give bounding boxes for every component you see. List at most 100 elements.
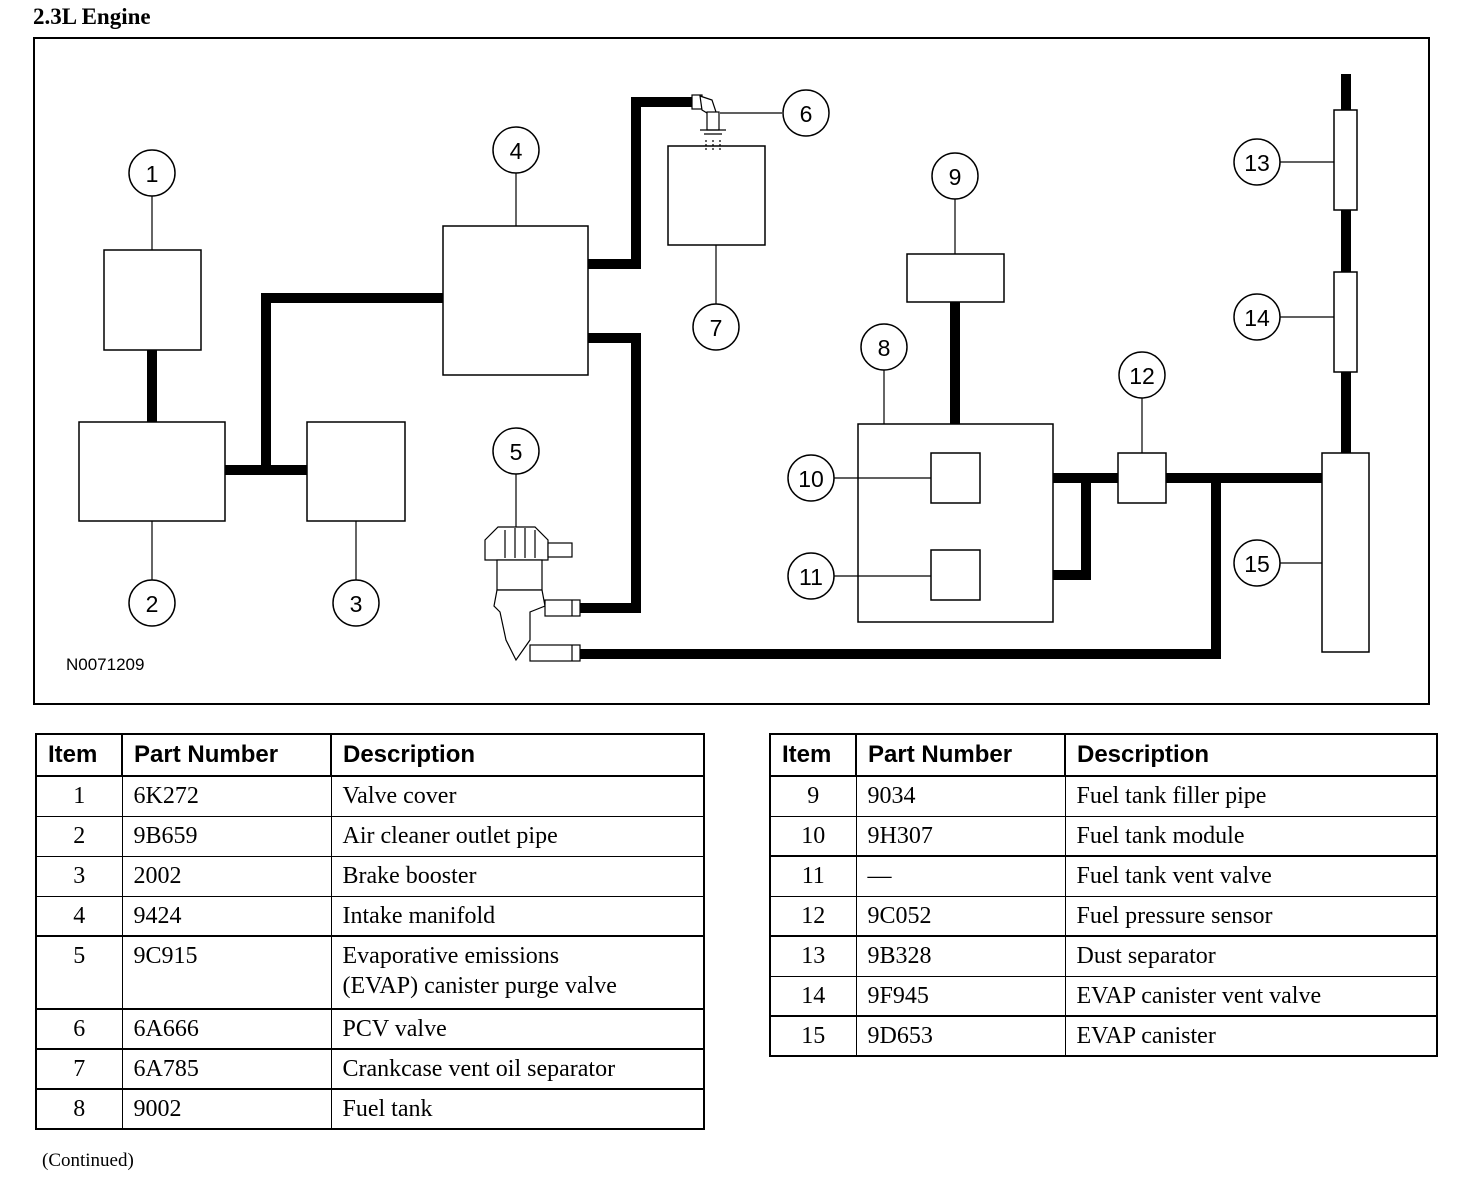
column-header-part-number: Part Number xyxy=(855,733,1066,777)
fuel-tank-module-box xyxy=(930,452,981,504)
callout-2 xyxy=(128,579,176,627)
part-number-cell: — xyxy=(855,855,1066,897)
callout-label-7: 7 xyxy=(710,315,723,341)
air-cleaner-outlet-pipe-box xyxy=(78,421,226,522)
item-cell: 14 xyxy=(769,975,857,1017)
table-row: 14 9F945 EVAP canister vent valve xyxy=(769,975,1438,1017)
part-number-cell: 9H307 xyxy=(855,815,1066,857)
description-line-2: (EVAP) canister purge valve xyxy=(342,973,617,999)
column-header-item: Item xyxy=(769,733,857,777)
callout-label-10: 10 xyxy=(798,466,824,492)
callout-9 xyxy=(931,152,979,200)
item-cell: 3 xyxy=(35,855,123,897)
page-title: 2.3L Engine xyxy=(33,4,151,29)
table-row: 1 6K272 Valve cover xyxy=(35,775,705,817)
table-row: 3 2002 Brake booster xyxy=(35,855,705,897)
description-cell: PCV valve xyxy=(330,1008,705,1050)
part-number-cell: 9C052 xyxy=(855,895,1066,937)
part-number-cell: 9034 xyxy=(855,775,1066,817)
callout-label-3: 3 xyxy=(350,591,363,617)
table-row: 6 6A666 PCV valve xyxy=(35,1008,705,1050)
callout-label-6: 6 xyxy=(800,101,813,127)
description-cell: Fuel tank filler pipe xyxy=(1064,775,1438,817)
callout-label-13: 13 xyxy=(1244,150,1270,176)
table-row: 2 9B659 Air cleaner outlet pipe xyxy=(35,815,705,857)
description-cell: Air cleaner outlet pipe xyxy=(330,815,705,857)
evap-system-diagram: 1 2 3 4 5 6 7 8 9 10 11 12 13 14 15 N007… xyxy=(33,37,1430,705)
callout-3 xyxy=(332,579,380,627)
item-cell: 15 xyxy=(769,1015,857,1057)
callout-label-14: 14 xyxy=(1244,305,1270,331)
column-header-description: Description xyxy=(1064,733,1438,777)
callout-label-11: 11 xyxy=(799,564,823,590)
table-row: 7 6A785 Crankcase vent oil separator xyxy=(35,1048,705,1090)
description-cell: Fuel tank xyxy=(330,1088,705,1130)
description-line-1: Evaporative emissions xyxy=(342,943,560,969)
callout-7 xyxy=(692,303,740,351)
brake-booster-box xyxy=(306,421,406,522)
description-cell: Dust separator xyxy=(1064,935,1438,977)
part-number-cell: 9C915 xyxy=(121,935,332,1010)
fuel-pressure-sensor-box xyxy=(1117,452,1167,504)
callout-label-5: 5 xyxy=(510,439,523,465)
callout-4 xyxy=(492,126,540,174)
callout-label-15: 15 xyxy=(1244,551,1270,577)
hose-air-cleaner-intake xyxy=(261,293,443,470)
fuel-tank-vent-valve-box xyxy=(930,549,981,601)
item-cell: 5 xyxy=(35,935,123,1010)
callout-8 xyxy=(860,323,908,371)
crankcase-vent-oil-separator-box xyxy=(667,145,766,246)
part-number-cell: 2002 xyxy=(121,855,332,897)
valve-cover-box xyxy=(103,249,202,351)
part-number-cell: 9002 xyxy=(121,1088,332,1130)
hose-intake-pcv xyxy=(588,97,692,269)
callout-6 xyxy=(782,89,830,137)
callout-5 xyxy=(492,427,540,475)
table-row: 8 9002 Fuel tank xyxy=(35,1088,705,1130)
column-header-item: Item xyxy=(35,733,123,777)
table-row: 10 9H307 Fuel tank module xyxy=(769,815,1438,857)
callout-12 xyxy=(1118,351,1166,399)
table-row: 13 9B328 Dust separator xyxy=(769,935,1438,977)
callout-label-9: 9 xyxy=(949,164,962,190)
item-cell: 2 xyxy=(35,815,123,857)
table-row: 4 9424 Intake manifold xyxy=(35,895,705,937)
part-number-cell: 6K272 xyxy=(121,775,332,817)
part-number-cell: 9B659 xyxy=(121,815,332,857)
column-header-part-number: Part Number xyxy=(121,733,332,777)
dust-separator-box xyxy=(1333,109,1358,211)
item-cell: 6 xyxy=(35,1008,123,1050)
callout-10 xyxy=(787,454,835,502)
parts-table-left: Item Part Number Description 1 6K272 Val… xyxy=(35,733,705,1130)
callout-13 xyxy=(1233,138,1281,186)
column-header-description: Description xyxy=(330,733,705,777)
callout-label-2: 2 xyxy=(146,591,159,617)
hose-purge-canister xyxy=(580,478,1221,659)
table-header-row: Item Part Number Description xyxy=(769,733,1438,777)
callout-label-12: 12 xyxy=(1129,363,1155,389)
description-cell: Fuel tank vent valve xyxy=(1064,855,1438,897)
diagram-frame xyxy=(33,37,1430,705)
evap-canister-box xyxy=(1321,452,1370,653)
callout-label-8: 8 xyxy=(878,335,891,361)
part-number-cell: 6A666 xyxy=(121,1008,332,1050)
callout-14 xyxy=(1233,293,1281,341)
intake-manifold-box xyxy=(442,225,589,376)
description-cell: Intake manifold xyxy=(330,895,705,937)
item-cell: 13 xyxy=(769,935,857,977)
table-row: 5 9C915 Evaporative emissions (EVAP) can… xyxy=(35,935,705,1010)
description-cell: Evaporative emissions (EVAP) canister pu… xyxy=(330,935,705,1010)
callout-label-4: 4 xyxy=(510,138,523,164)
description-cell: EVAP canister vent valve xyxy=(1064,975,1438,1017)
part-number-cell: 9F945 xyxy=(855,975,1066,1017)
item-cell: 10 xyxy=(769,815,857,857)
callout-11 xyxy=(787,552,835,600)
continued-note: (Continued) xyxy=(42,1150,134,1171)
hose-intake-purge xyxy=(580,333,641,613)
parts-table-right: Item Part Number Description 9 9034 Fuel… xyxy=(769,733,1438,1057)
description-cell: Fuel tank module xyxy=(1064,815,1438,857)
table-row: 15 9D653 EVAP canister xyxy=(769,1015,1438,1057)
item-cell: 4 xyxy=(35,895,123,937)
part-number-cell: 6A785 xyxy=(121,1048,332,1090)
table-header-row: Item Part Number Description xyxy=(35,733,705,777)
